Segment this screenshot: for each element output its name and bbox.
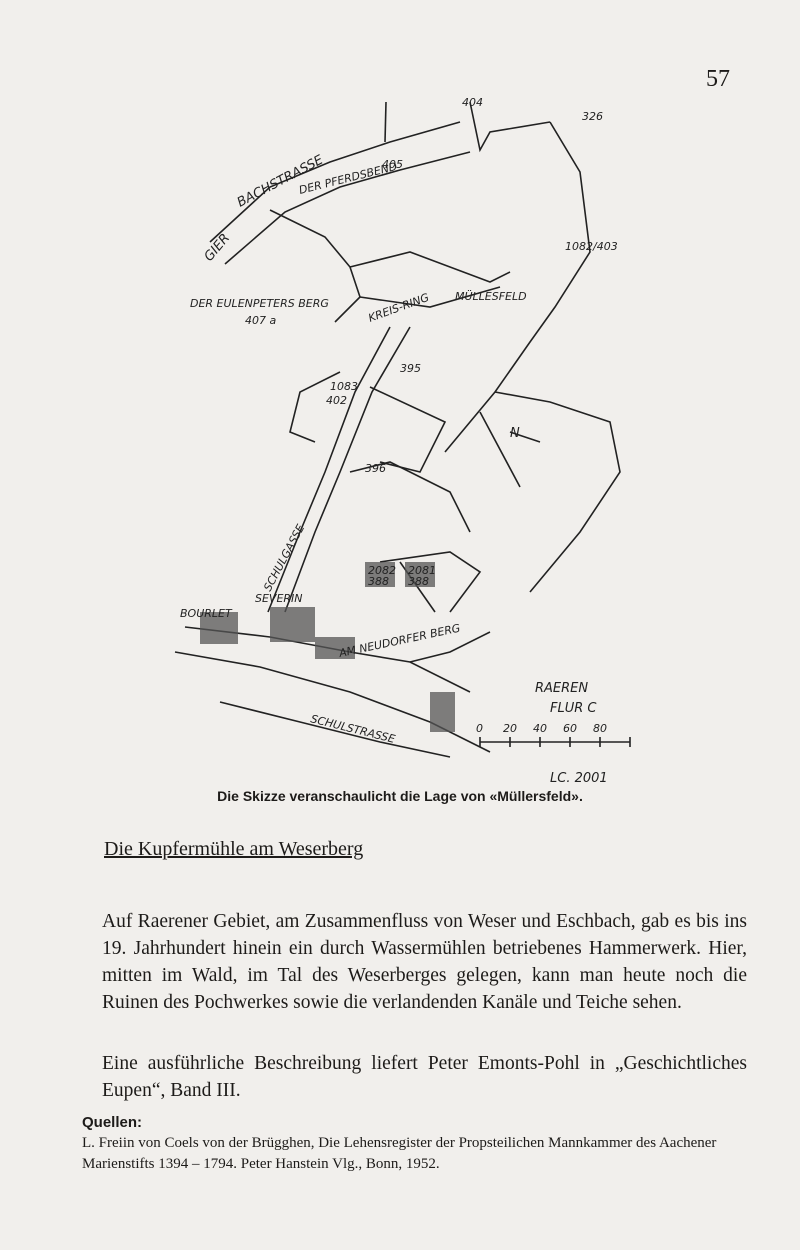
body-paragraph-2: Eine ausführliche Beschreibung liefert P…	[102, 1052, 747, 1101]
scale-tick-0: 0	[476, 722, 483, 735]
label-year: LC. 2001	[550, 771, 608, 786]
label-326: 326	[582, 110, 603, 123]
scale-tick-40: 40	[533, 722, 547, 735]
sources-text: L. Freiin von Coels von der Brügghen, Di…	[82, 1135, 717, 1172]
building-2082	[365, 562, 395, 587]
scale-tick-20: 20	[503, 722, 517, 735]
sources-block: Quellen: L. Freiin von Coels von der Brü…	[82, 1112, 742, 1175]
label-gasse: SCHULGASSE	[261, 522, 307, 593]
label-388b: 388	[408, 575, 429, 588]
building-severin	[270, 607, 315, 642]
label-407a: 407 a	[245, 314, 276, 327]
sources-label: Quellen:	[82, 1114, 143, 1131]
section-heading: Die Kupfermühle am Weserberg	[104, 838, 364, 860]
label-395: 395	[400, 362, 421, 375]
label-raeren: RAEREN	[535, 681, 588, 696]
label-396: 396	[365, 462, 386, 475]
body-paragraph-1: Auf Raerener Gebiet, am Zusammenfluss vo…	[102, 910, 747, 1013]
map-sketch: BACHSTRASSE DER PFERDSBEND GIER DER EULE…	[150, 92, 670, 792]
label-muellesfeld: MÜLLESFELD	[455, 290, 527, 303]
map-sketch-drawing: BACHSTRASSE DER PFERDSBEND GIER DER EULE…	[174, 96, 631, 786]
label-2082: 2082	[368, 564, 396, 577]
label-1082: 1082/403	[565, 240, 618, 253]
figure-caption: Die Skizze veranschaulicht die Lage von …	[217, 788, 583, 804]
page-number: 57	[706, 66, 730, 92]
label-schulstrasse: SCHULSTRASSE	[309, 712, 396, 746]
label-2081: 2081	[408, 564, 436, 577]
label-388: 388	[368, 575, 389, 588]
label-bourlet: BOURLET	[180, 607, 233, 620]
building-bourlet	[200, 612, 238, 644]
label-flur: FLUR C	[550, 701, 597, 716]
label-kreisring: KREIS-RING	[367, 291, 431, 325]
label-405: 405	[382, 158, 403, 171]
building-lower	[315, 637, 355, 659]
label-severin: SEVERIN	[255, 592, 303, 605]
scale-tick-60: 60	[563, 722, 577, 735]
label-404: 404	[462, 96, 483, 109]
label-eulenpeters: DER EULENPETERS BERG	[190, 297, 329, 310]
building-2081	[405, 562, 435, 587]
label-north: N	[510, 426, 520, 441]
label-gier: GIER	[202, 231, 234, 265]
building-schulstrasse	[430, 692, 455, 732]
scale-tick-80: 80	[593, 722, 607, 735]
label-402: 402	[326, 394, 347, 407]
label-1083: 1083	[330, 380, 358, 393]
